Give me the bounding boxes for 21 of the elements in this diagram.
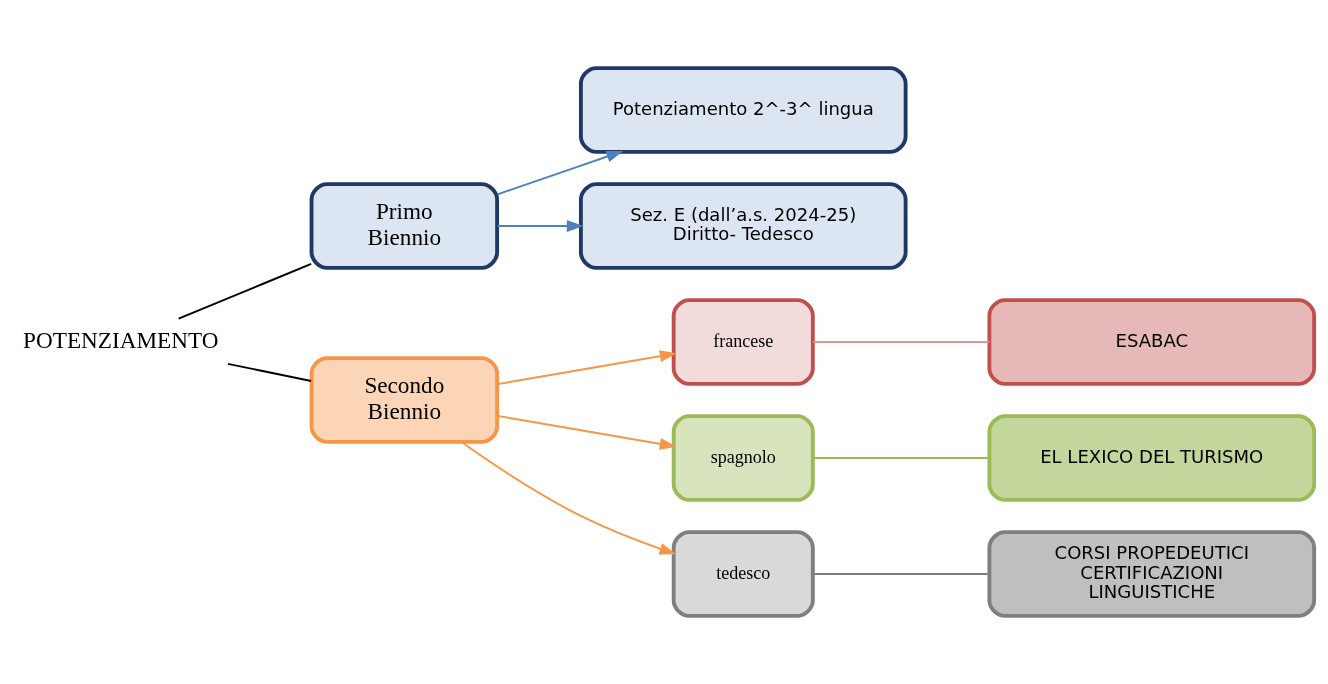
- connector: [812, 341, 991, 343]
- arrow: [496, 220, 584, 232]
- arrow: [496, 150, 624, 196]
- node-box: ESABAC: [987, 298, 1317, 386]
- connector: [226, 362, 313, 382]
- node-box: CORSI PROPEDEUTICI CERTIFICAZIONI LINGUISTICHE: [987, 530, 1317, 618]
- connector: [812, 457, 991, 459]
- arrow: [496, 350, 677, 386]
- connector: [177, 262, 313, 320]
- node-box: Sez. E (dall’a.s. 2024-25) Diritto- Tedesco: [578, 182, 908, 270]
- node-box: francese: [671, 298, 815, 386]
- node-box: Secondo Biennio: [309, 356, 500, 444]
- connector: [812, 573, 991, 575]
- node-box: spagnolo: [671, 414, 815, 502]
- node-box: EL LEXICO DEL TURISMO: [987, 414, 1317, 502]
- node-box: Potenziamento 2^-3^ lingua: [578, 66, 908, 154]
- arrow: [460, 441, 677, 555]
- node-text: POTENZIAMENTO: [23, 326, 219, 353]
- arrow: [496, 414, 677, 450]
- node-box: Primo Biennio: [309, 182, 500, 270]
- node-box: tedesco: [671, 530, 815, 618]
